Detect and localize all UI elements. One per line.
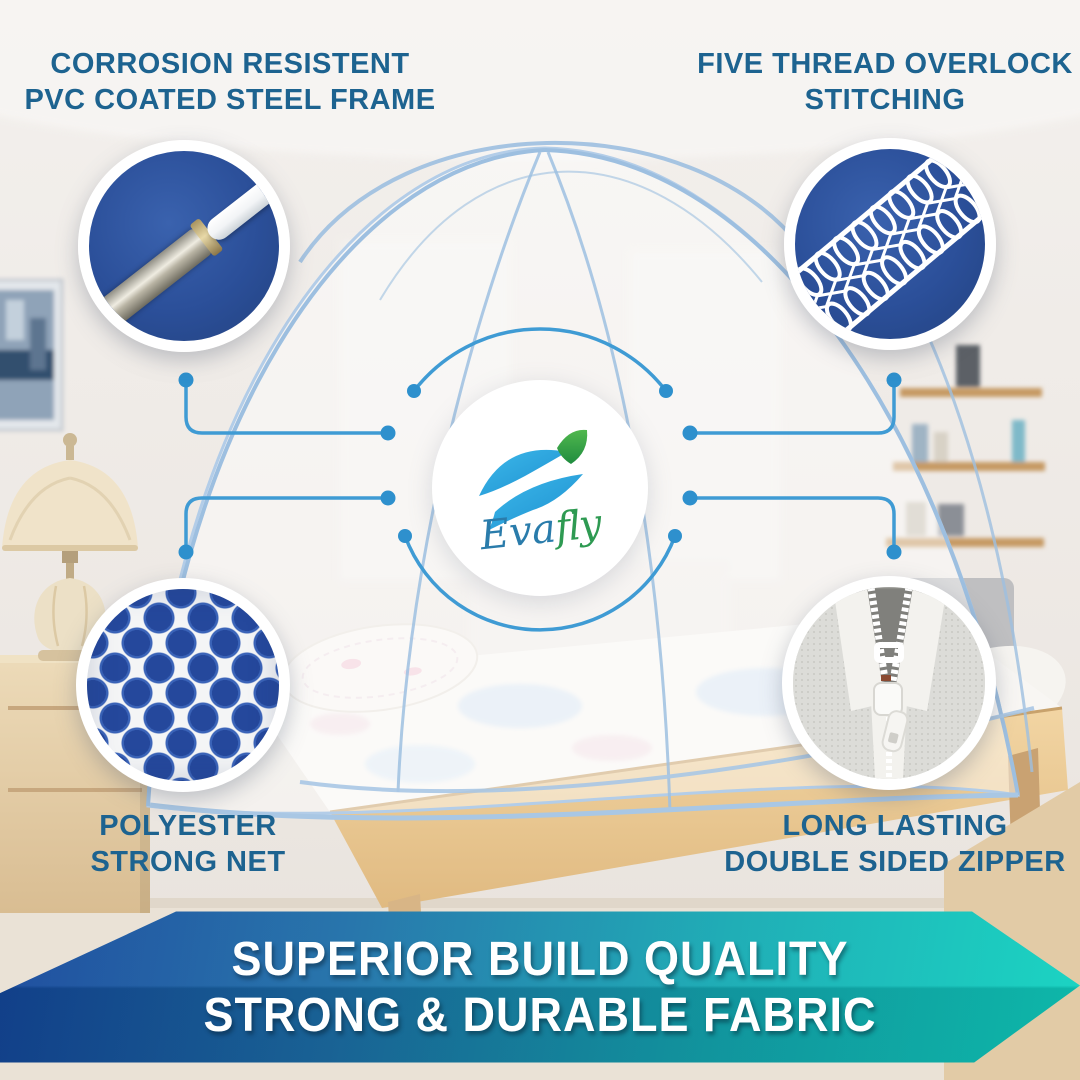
connector-bottom-right bbox=[690, 496, 896, 552]
wordmark-eva: Eva bbox=[477, 505, 559, 560]
logo-bottom-arc bbox=[403, 535, 677, 632]
bottom-banner: SUPERIOR BUILD QUALITY STRONG & DURABLE … bbox=[0, 911, 1080, 1063]
logo-top-arc bbox=[412, 327, 668, 393]
brand-wordmark: Evafly bbox=[477, 500, 602, 560]
label-corrosion-resistant-frame: CORROSION RESISTENT PVC COATED STEEL FRA… bbox=[24, 48, 436, 116]
pvc-coated-steel-frame-photo bbox=[78, 140, 290, 352]
pillow bbox=[281, 623, 479, 713]
connector-dots bbox=[178, 372, 902, 560]
overlock-stitching-photo bbox=[784, 138, 996, 350]
net-mesh-illustration bbox=[87, 589, 279, 781]
wordmark-fly: fly bbox=[553, 500, 602, 552]
wall-shelves bbox=[886, 345, 1045, 547]
connector-bottom-left bbox=[184, 496, 388, 552]
steel-rod-illustration bbox=[89, 151, 279, 341]
label-overlock-stitching: FIVE THREAD OVERLOCK STITCHING bbox=[697, 48, 1073, 116]
banner-line-1: SUPERIOR BUILD QUALITY bbox=[231, 930, 849, 986]
picture-frame bbox=[0, 278, 64, 432]
bird-leaf-logo-icon bbox=[479, 429, 588, 530]
banner-line-2: STRONG & DURABLE FABRIC bbox=[203, 986, 877, 1042]
brand-logo: Evafly bbox=[432, 380, 648, 596]
polyester-net-mesh-photo bbox=[76, 578, 290, 792]
zipper-illustration bbox=[793, 587, 985, 779]
stitching-illustration bbox=[795, 149, 985, 339]
label-polyester-net: POLYESTER STRONG NET bbox=[90, 810, 286, 878]
connector-top-left bbox=[184, 380, 388, 435]
double-sided-zipper-photo bbox=[782, 576, 996, 790]
label-double-sided-zipper: LONG LASTING DOUBLE SIDED ZIPPER bbox=[724, 810, 1066, 878]
connector-top-right bbox=[690, 380, 896, 435]
